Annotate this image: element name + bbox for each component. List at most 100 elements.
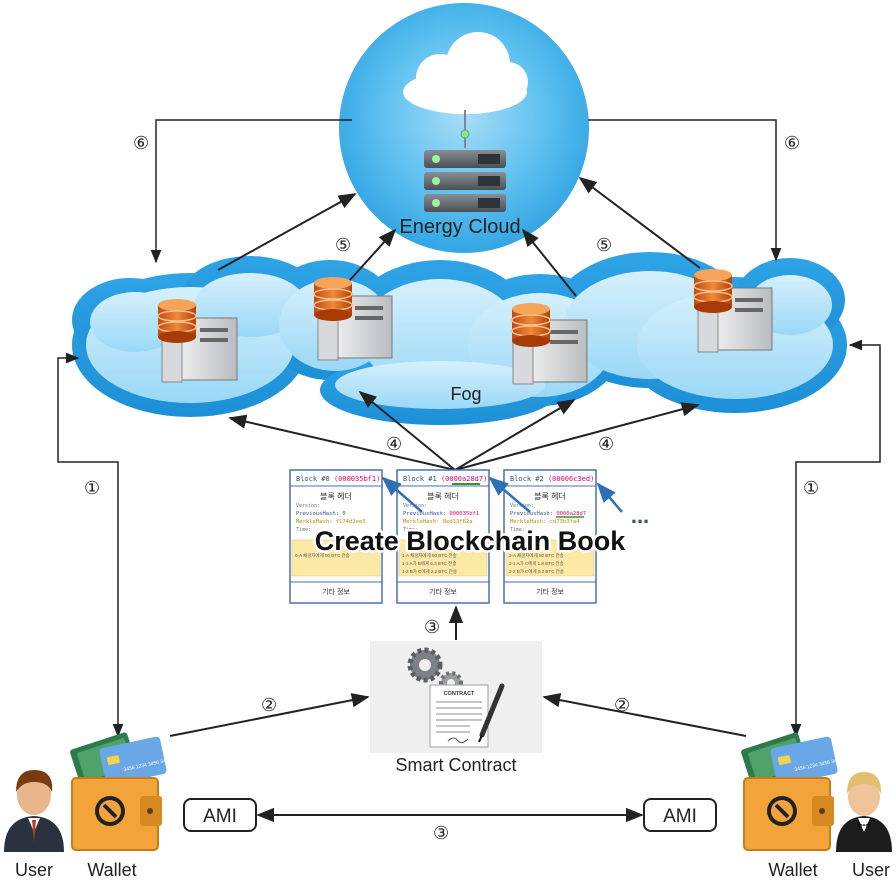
arrows-cloud-to-fog bbox=[150, 119, 782, 264]
ami-left: AMI bbox=[183, 798, 257, 832]
database-icon bbox=[693, 269, 733, 313]
step-6-right: ⑥ bbox=[784, 133, 800, 153]
tx-line: 2-1 A가 C에게 1.8 BTC 전송 bbox=[509, 560, 564, 567]
merkle-label: MerkleHash: bbox=[296, 519, 332, 525]
step-2-left: ② bbox=[261, 695, 277, 715]
fog-server-2 bbox=[313, 277, 393, 361]
block-1: Block #1 (0000a28d7) 블록 헤더 Version: Prev… bbox=[396, 469, 490, 604]
step-4-right: ④ bbox=[598, 434, 614, 454]
block-time: Time: bbox=[510, 527, 525, 533]
credit-card-icon: 3456 1234 3456 3456 bbox=[770, 736, 843, 786]
tx-line: 1-A 채굴자에게 50 BTC 전송 bbox=[402, 552, 457, 559]
ami-right: AMI bbox=[643, 798, 717, 832]
step-6-left: ⑥ bbox=[133, 133, 149, 153]
cloud-label: Energy Cloud bbox=[399, 216, 520, 238]
svg-text:MerkleHash: f174d2ee5: MerkleHash: f174d2ee5 bbox=[296, 519, 366, 525]
database-icon bbox=[157, 299, 197, 343]
prev-label: PreviousHash: bbox=[296, 511, 339, 517]
step-3-top: ③ bbox=[424, 617, 440, 637]
block-version: Version: bbox=[296, 503, 320, 509]
prev-label: PreviousHash: bbox=[510, 511, 553, 517]
block-name: Block #1 bbox=[403, 475, 437, 483]
block-name: Block #2 bbox=[510, 475, 544, 483]
block-header: 블록 헤더 bbox=[427, 491, 459, 501]
left-user-avatar: User bbox=[4, 770, 64, 880]
tx-line: 1-2 B가 C에게 2.2 BTC 전송 bbox=[402, 568, 457, 575]
block-header: 블록 헤더 bbox=[320, 491, 352, 501]
svg-text:PreviousHash: 000035bf1: PreviousHash: 000035bf1 bbox=[403, 511, 479, 517]
blockchain-title: Create Blockchain Book bbox=[315, 526, 627, 556]
block-footer: 기타 정보 bbox=[322, 587, 350, 596]
svg-text:Block #1 (0000a28d7): Block #1 (0000a28d7) bbox=[403, 475, 487, 483]
arrows-block-to-fog bbox=[228, 390, 700, 471]
step-4-left: ④ bbox=[386, 434, 402, 454]
block-name: Block #0 bbox=[296, 475, 330, 483]
blockchain-book: Block #0 (000035bf1) 블록 헤더 Version: Prev… bbox=[289, 469, 649, 604]
left-wallet: 3456 1234 3456 3456 Wallet bbox=[70, 732, 172, 880]
ami-left-label: AMI bbox=[203, 806, 237, 827]
database-icon bbox=[511, 303, 551, 347]
left-wallet-label: Wallet bbox=[87, 860, 136, 880]
right-wallet: 3456 1234 3456 3456 Wallet bbox=[741, 732, 843, 880]
arrow-left-wallet-to-contract bbox=[169, 693, 370, 737]
tx-line: 0-A 채굴자에게 50 BTC 전송 bbox=[295, 552, 350, 559]
block-hash: (000035bf1) bbox=[334, 475, 380, 483]
arrow-right-wallet-to-contract bbox=[542, 693, 747, 737]
block-footer: 기타 정보 bbox=[536, 587, 564, 596]
right-wallet-label: Wallet bbox=[768, 860, 817, 880]
right-user-label: User bbox=[852, 860, 890, 880]
merkle-value: cd73b3fa4 bbox=[550, 519, 580, 525]
block-hash: (0000a28d7) bbox=[441, 475, 487, 483]
pen-icon bbox=[478, 683, 505, 743]
step-1-left: ① bbox=[84, 478, 100, 498]
tx-line: 1-1 A가 B에게 6.3 BTC 전송 bbox=[402, 560, 456, 567]
fog-server-3 bbox=[511, 303, 588, 385]
step-2-right: ② bbox=[614, 695, 630, 715]
svg-text:PreviousHash: 0: PreviousHash: 0 bbox=[296, 511, 346, 517]
ami-right-label: AMI bbox=[663, 806, 697, 827]
tx-line: 2-2 B가 C에게 0.2 BTC 전송 bbox=[509, 568, 564, 575]
block-time: Time: bbox=[296, 527, 311, 533]
tx-line: 2-A 채굴자에게 50 BTC 전송 bbox=[509, 552, 564, 559]
database-icon bbox=[313, 277, 353, 321]
arrows-user-fog bbox=[57, 339, 881, 738]
block-0: Block #0 (000035bf1) 블록 헤더 Version: Prev… bbox=[289, 469, 383, 604]
block-2: Block #2 (00006c3ed) 블록 헤더 Version: Prev… bbox=[503, 469, 597, 604]
fog-label: Fog bbox=[450, 384, 481, 404]
blockchain-title-halo: Create Blockchain Book bbox=[315, 526, 627, 556]
contract-label: Smart Contract bbox=[395, 755, 516, 775]
arrows-fog-to-cloud bbox=[217, 176, 701, 297]
cloud-icon bbox=[403, 32, 528, 114]
prev-value: 000035bf1 bbox=[449, 511, 479, 517]
left-user-label: User bbox=[15, 860, 53, 880]
block-time: Time: bbox=[403, 527, 418, 533]
more-blocks-ellipsis: ... bbox=[631, 503, 649, 528]
merkle-value: 8ed13f62a bbox=[443, 519, 473, 525]
step-5-right: ⑤ bbox=[596, 235, 612, 255]
block-hash: (00006c3ed) bbox=[548, 475, 594, 483]
svg-text:MerkleHash: 8ed13f62a: MerkleHash: 8ed13f62a bbox=[403, 519, 473, 525]
step-1-right: ① bbox=[803, 478, 819, 498]
smart-contract: CONTRACT Smart Contract bbox=[370, 641, 542, 775]
svg-text:PreviousHash: 0000a28d7: PreviousHash: 0000a28d7 bbox=[510, 511, 586, 517]
prev-value: 0 bbox=[342, 511, 345, 517]
svg-text:Block #2 (00006c3ed): Block #2 (00006c3ed) bbox=[510, 475, 594, 483]
merkle-value: f174d2ee5 bbox=[336, 519, 366, 525]
prev-value: 0000a28d7 bbox=[556, 511, 586, 517]
svg-text:Block #0 (000035bf1): Block #0 (000035bf1) bbox=[296, 475, 380, 483]
chain-link-arrows bbox=[381, 476, 623, 513]
merkle-label: MerkleHash: bbox=[510, 519, 546, 525]
contract-document-icon: CONTRACT bbox=[429, 684, 489, 748]
svg-text:MerkleHash: cd73b3fa4: MerkleHash: cd73b3fa4 bbox=[510, 519, 580, 525]
prev-label: PreviousHash: bbox=[403, 511, 446, 517]
fog-server-1 bbox=[157, 299, 238, 383]
merkle-label: MerkleHash: bbox=[403, 519, 439, 525]
contract-doc-title: CONTRACT bbox=[444, 691, 475, 697]
block-header: 블록 헤더 bbox=[534, 491, 566, 501]
server-rack-icon bbox=[424, 150, 506, 212]
credit-card-icon: 3456 1234 3456 3456 bbox=[99, 736, 172, 786]
block-footer: 기타 정보 bbox=[429, 587, 457, 596]
energy-cloud: Energy Cloud bbox=[339, 3, 589, 253]
